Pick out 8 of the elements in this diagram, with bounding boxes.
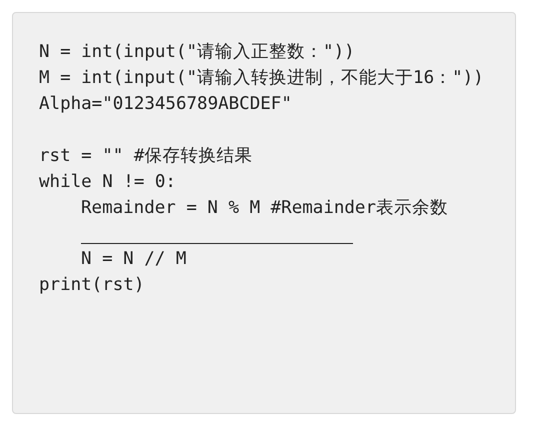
code-line: Remainder = N % M #Remainder表示余数: [80, 197, 450, 220]
code-line: rst = "" #保存转换结果: [39, 145, 254, 168]
code-line: M = int(input("请输入转换进制，不能大于16：")): [39, 67, 485, 90]
code-line: N = N // M: [80, 248, 188, 271]
code-line: print(rst): [39, 274, 146, 297]
code-line: while N != 0:: [39, 171, 177, 194]
code-line: Alpha="0123456789ABCDEF": [39, 93, 293, 116]
code-line: N = int(input("请输入正整数：")): [39, 41, 356, 64]
